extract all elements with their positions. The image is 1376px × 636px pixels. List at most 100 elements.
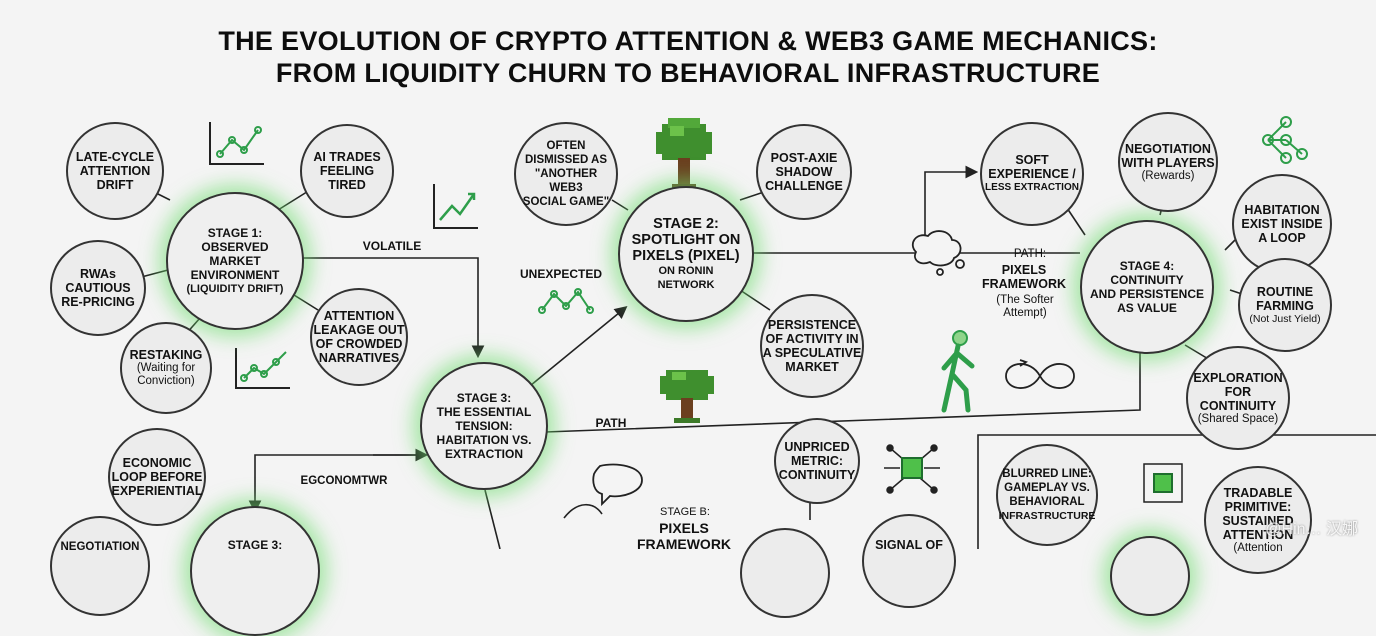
- stage-1-label: STAGE 1:: [207, 226, 263, 240]
- line-chart-icon: [235, 348, 290, 389]
- node-text: CONTINUITY: [778, 468, 856, 482]
- pixel-tree-icon: [656, 118, 712, 190]
- stage-2-line: SPOTLIGHT ON: [631, 232, 741, 248]
- node-text: GAMEPLAY VS.: [1004, 482, 1090, 494]
- edge-label-unexpected: UNEXPECTED: [519, 267, 602, 281]
- node-text: SOFT: [1015, 153, 1049, 167]
- speech-bubble-icon: [563, 463, 643, 519]
- soft-experience-node: SOFT EXPERIENCE / LESS EXTRACTION: [980, 122, 1084, 226]
- watermark: @Hin… 汉娜: [1265, 521, 1358, 538]
- node-text: BEHAVIORAL: [1009, 496, 1085, 508]
- stage-b-line: PIXELS: [659, 520, 709, 536]
- blurred-line-node: BLURRED LINE: GAMEPLAY VS. BEHAVIORAL IN…: [996, 444, 1098, 546]
- stage-3-node: STAGE 3: THE ESSENTIAL TENSION: HABITATI…: [420, 362, 548, 490]
- post-axie-node: POST-AXIE SHADOW CHALLENGE: [756, 124, 852, 220]
- node-text: A SPECULATIVE: [762, 346, 862, 360]
- edge-label-volatile: VOLATILE: [362, 239, 422, 253]
- pixels-framework-line: PIXELS: [1001, 263, 1047, 277]
- cube-network-icon: [1143, 463, 1183, 503]
- infinity-loop-icon: [1005, 359, 1075, 389]
- edge-label-path: PATH: [595, 416, 627, 430]
- node-text: UNPRICED: [784, 440, 850, 454]
- node-text: ECONOMIC: [122, 456, 192, 470]
- node-text: CAUTIOUS: [65, 281, 131, 295]
- stage-2-node: STAGE 2: SPOTLIGHT ON PIXELS (PIXEL) ON …: [618, 186, 754, 322]
- path-label: PATH:: [1013, 248, 1047, 260]
- node-text: A LOOP: [1258, 231, 1306, 245]
- node-text: NEGOTIATION: [60, 541, 140, 553]
- node-text: MARKET: [785, 360, 839, 374]
- node-text: RWAs: [80, 267, 116, 281]
- node-subtext: (Not Just Yield): [1249, 312, 1321, 325]
- stage-2-label: STAGE 2:: [653, 216, 719, 232]
- node-text: LEAKAGE OUT: [313, 323, 405, 337]
- stage-4-line: AS VALUE: [1117, 301, 1177, 315]
- node-text: POST-AXIE: [770, 151, 838, 165]
- economic-loop-node: ECONOMIC LOOP BEFORE EXPERIENTIAL: [108, 428, 206, 526]
- node-text: PERSISTENCE: [767, 318, 857, 332]
- thought-bubble-icon: [911, 230, 965, 276]
- node-text: BLURRED LINE:: [1002, 468, 1092, 480]
- unpriced-metric-node: UNPRICED METRIC: CONTINUITY: [774, 418, 860, 504]
- pixels-framework-line: FRAMEWORK: [981, 277, 1066, 291]
- node-text: HABITATION: [1244, 203, 1320, 217]
- node-text: FOR CONTINUITY: [1199, 384, 1277, 413]
- rwas-node: RWAs CAUTIOUS RE-PRICING: [50, 240, 146, 336]
- stage-4-line: CONTINUITY: [1110, 273, 1184, 287]
- persistence-activity-node: PERSISTENCE OF ACTIVITY IN A SPECULATIVE…: [760, 294, 864, 398]
- node-text: OFTEN: [546, 140, 586, 152]
- node-text: OF CROWDED: [315, 337, 403, 351]
- routine-farming-node: ROUTINE FARMING (Not Just Yield): [1238, 258, 1332, 352]
- stage-2-sub: NETWORK: [657, 279, 715, 291]
- node-text: TIRED: [328, 178, 366, 192]
- node-text: PRIMITIVE:: [1224, 500, 1292, 514]
- diagram-title-line-2: FROM LIQUIDITY CHURN TO BEHAVIORAL INFRA…: [275, 58, 1101, 88]
- stage-4-label: STAGE 4:: [1119, 259, 1175, 273]
- node-text: TRADABLE: [1223, 486, 1293, 500]
- cube-network-icon: [884, 444, 940, 494]
- node-text: EXPERIENCE /: [988, 167, 1076, 181]
- pixel-tree-icon: [660, 370, 714, 423]
- stage-4-line: AND PERSISTENCE: [1089, 287, 1205, 301]
- stage-1-line: MARKET: [209, 254, 261, 268]
- negotiation-bottom-node: NEGOTIATION: [50, 516, 150, 616]
- stage-3-line: EXTRACTION: [445, 447, 523, 461]
- network-icon: [1262, 116, 1308, 164]
- node-text: ATTENTION: [1222, 528, 1294, 542]
- node-text: STAGE 3:: [227, 538, 283, 552]
- node-text: OF ACTIVITY IN: [765, 332, 859, 346]
- stage-3-label: STAGE 3:: [456, 391, 512, 405]
- stage-3-bottom-node: STAGE 3:: [190, 506, 320, 636]
- node-text: DISMISSED AS: [524, 154, 607, 166]
- stage-1-line: ENVIRONMENT: [190, 268, 280, 282]
- node-subtext: (Waiting for: [136, 362, 196, 374]
- negotiation-players-node: NEGOTIATION WITH PLAYERS (Rewards): [1118, 112, 1218, 212]
- signal-node: SIGNAL OF: [862, 514, 956, 608]
- node-text: DRIFT: [96, 178, 134, 192]
- node-text: WEB3: [549, 182, 583, 194]
- node-text: CHALLENGE: [765, 179, 843, 193]
- stage-b-label: STAGE B:: [660, 506, 710, 518]
- node-text: LATE-CYCLE: [75, 150, 155, 164]
- node-text: ATTENTION: [79, 164, 151, 178]
- exploration-node: EXPLORATION FOR CONTINUITY (Shared Space…: [1186, 346, 1290, 450]
- ai-trades-node: AI TRADES FEELING TIRED: [300, 124, 394, 218]
- node-text: LOOP BEFORE: [111, 470, 203, 484]
- node-text: "ANOTHER: [534, 168, 598, 180]
- attention-leakage-node: ATTENTION LEAKAGE OUT OF CROWDED NARRATI…: [310, 288, 408, 386]
- node-text: ATTENTION: [323, 309, 395, 323]
- stage-3-line: HABITATION VS.: [436, 433, 532, 447]
- node-subtext: (Shared Space): [1197, 412, 1279, 425]
- late-cycle-node: LATE-CYCLE ATTENTION DRIFT: [66, 122, 164, 220]
- partial-node: [740, 528, 830, 618]
- node-text: FARMING: [1256, 298, 1314, 313]
- node-text: RE-PRICING: [61, 295, 135, 309]
- line-chart-icon: [209, 122, 264, 165]
- node-text: ROUTINE: [1256, 284, 1314, 299]
- node-text: EXIST INSIDE: [1241, 217, 1323, 231]
- node-text: SIGNAL OF: [875, 538, 943, 552]
- partial-stage-node: [1110, 536, 1190, 616]
- stage-3-line: TENSION:: [455, 419, 513, 433]
- node-subtext: Conviction): [137, 375, 195, 387]
- walking-person-icon: [941, 330, 975, 413]
